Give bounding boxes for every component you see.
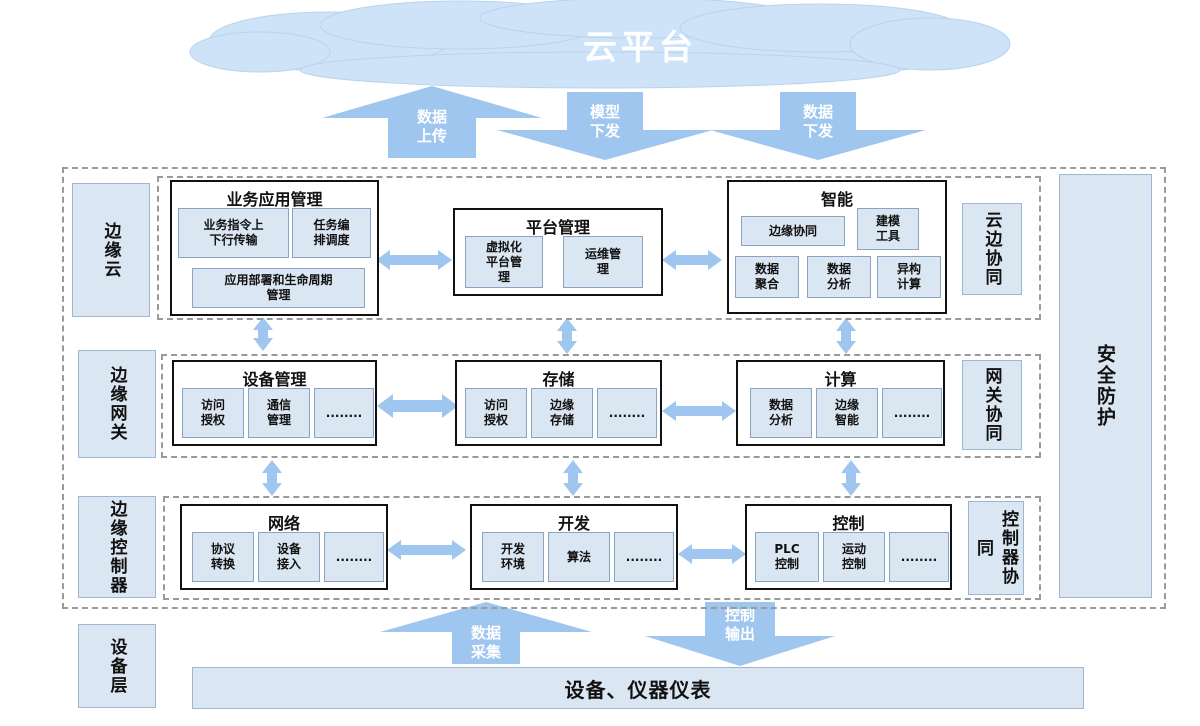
data-aggregate-cell: 数据 聚合 (735, 256, 799, 298)
cloud-shape (189, 0, 1011, 89)
storage-title: 存储 (542, 370, 575, 389)
compute-more-cell: ........ (882, 388, 942, 438)
business-cmd-cell: 业务指令上 下行传输 (178, 208, 289, 258)
control-output-label: 控制 输出 (724, 606, 755, 643)
compute-data-analysis-cell: 数据 分析 (750, 388, 812, 438)
intelligence-title: 智能 (820, 190, 853, 209)
controller-collab-label: 控制器协同 (968, 501, 1024, 595)
data-down-label: 数据 下发 (802, 103, 833, 140)
gateway-collab-label: 网关协同 (962, 360, 1022, 450)
edge-intelligence-cell: 边缘 智能 (816, 388, 878, 438)
compute-title: 计算 (824, 370, 857, 389)
edge-outer-frame (62, 167, 1166, 609)
virtualization-cell: 虚拟化 平台管 理 (465, 236, 543, 288)
edge-collab-cell: 边缘协同 (741, 216, 845, 246)
dev-env-cell: 开发 环境 (482, 532, 544, 582)
edge-gateway-row-frame (161, 354, 1041, 458)
comm-mgmt-cell: 通信 管理 (248, 388, 310, 438)
access-auth-cell: 访问 授权 (182, 388, 244, 438)
edge-cloud-row-frame (157, 176, 1041, 320)
layer-label-edge-controller: 边缘控制器 (78, 496, 156, 598)
control-box: 控制 PLC 控制 运动 控制 ........ (745, 504, 952, 590)
model-down-label: 模型 下发 (589, 103, 620, 140)
edge-storage-cell: 边缘 存储 (531, 388, 593, 438)
data-down-arrow (710, 92, 926, 160)
protocol-convert-cell: 协议 转换 (192, 532, 254, 582)
model-down-arrow (497, 92, 713, 160)
control-more-cell: ........ (889, 532, 949, 582)
intelligence-box: 智能 边缘协同 建模 工具 数据 聚合 数据 分析 异构 计算 (727, 180, 947, 314)
storage-more-cell: ........ (597, 388, 657, 438)
layer-label-edge-gateway: 边缘网关 (78, 350, 156, 458)
device-mgmt-more-cell: ........ (314, 388, 374, 438)
network-box: 网络 协议 转换 设备 接入 ........ (180, 504, 388, 590)
control-output-arrow (645, 602, 835, 666)
develop-more-cell: ........ (614, 532, 674, 582)
data-upload-label: 数据 上传 (416, 108, 447, 145)
network-more-cell: ........ (324, 532, 384, 582)
edge-controller-row-frame (163, 496, 1041, 600)
data-analysis-cell: 数据 分析 (807, 256, 871, 298)
develop-box: 开发 开发 环境 算法 ........ (470, 504, 678, 590)
business-app-mgmt-title: 业务应用管理 (226, 190, 323, 209)
hetero-compute-cell: 异构 计算 (877, 256, 941, 298)
double-arrows (253, 250, 861, 564)
platform-mgmt-box: 平台管理 虚拟化 平台管 理 运维管 理 (453, 208, 663, 296)
device-mgmt-box: 设备管理 访问 授权 通信 管理 ........ (172, 360, 377, 446)
layer-label-device: 设备层 (78, 624, 156, 708)
layer-label-edge-cloud: 边缘云 (72, 183, 150, 317)
ops-mgmt-cell: 运维管 理 (563, 236, 643, 288)
data-collect-arrow (380, 602, 592, 664)
data-upload-arrow (322, 86, 542, 158)
control-title: 控制 (832, 514, 865, 533)
platform-mgmt-title: 平台管理 (525, 218, 590, 237)
plc-control-cell: PLC 控制 (755, 532, 819, 582)
data-collect-label: 数据 采集 (470, 624, 501, 661)
device-instrument-bar: 设备、仪器仪表 (192, 667, 1084, 709)
app-deploy-cell: 应用部署和生命周期 管理 (192, 268, 365, 308)
compute-box: 计算 数据 分析 边缘 智能 ........ (736, 360, 945, 446)
task-schedule-cell: 任务编 排调度 (292, 208, 371, 258)
cloud-edge-collab-label: 云边协同 (962, 203, 1022, 295)
business-app-mgmt-box: 业务应用管理 业务指令上 下行传输 任务编 排调度 应用部署和生命周期 管理 (170, 180, 379, 316)
device-access-cell: 设备 接入 (258, 532, 320, 582)
algorithm-cell: 算法 (548, 532, 610, 582)
network-title: 网络 (267, 514, 300, 533)
device-mgmt-title: 设备管理 (242, 370, 307, 389)
motion-control-cell: 运动 控制 (823, 532, 885, 582)
develop-title: 开发 (557, 514, 590, 533)
cloud-platform-title: 云平台 (583, 28, 697, 68)
storage-access-auth-cell: 访问 授权 (465, 388, 527, 438)
security-protection-label: 安全防护 (1059, 174, 1152, 598)
modeling-tool-cell: 建模 工具 (857, 208, 919, 250)
storage-box: 存储 访问 授权 边缘 存储 ........ (455, 360, 662, 446)
